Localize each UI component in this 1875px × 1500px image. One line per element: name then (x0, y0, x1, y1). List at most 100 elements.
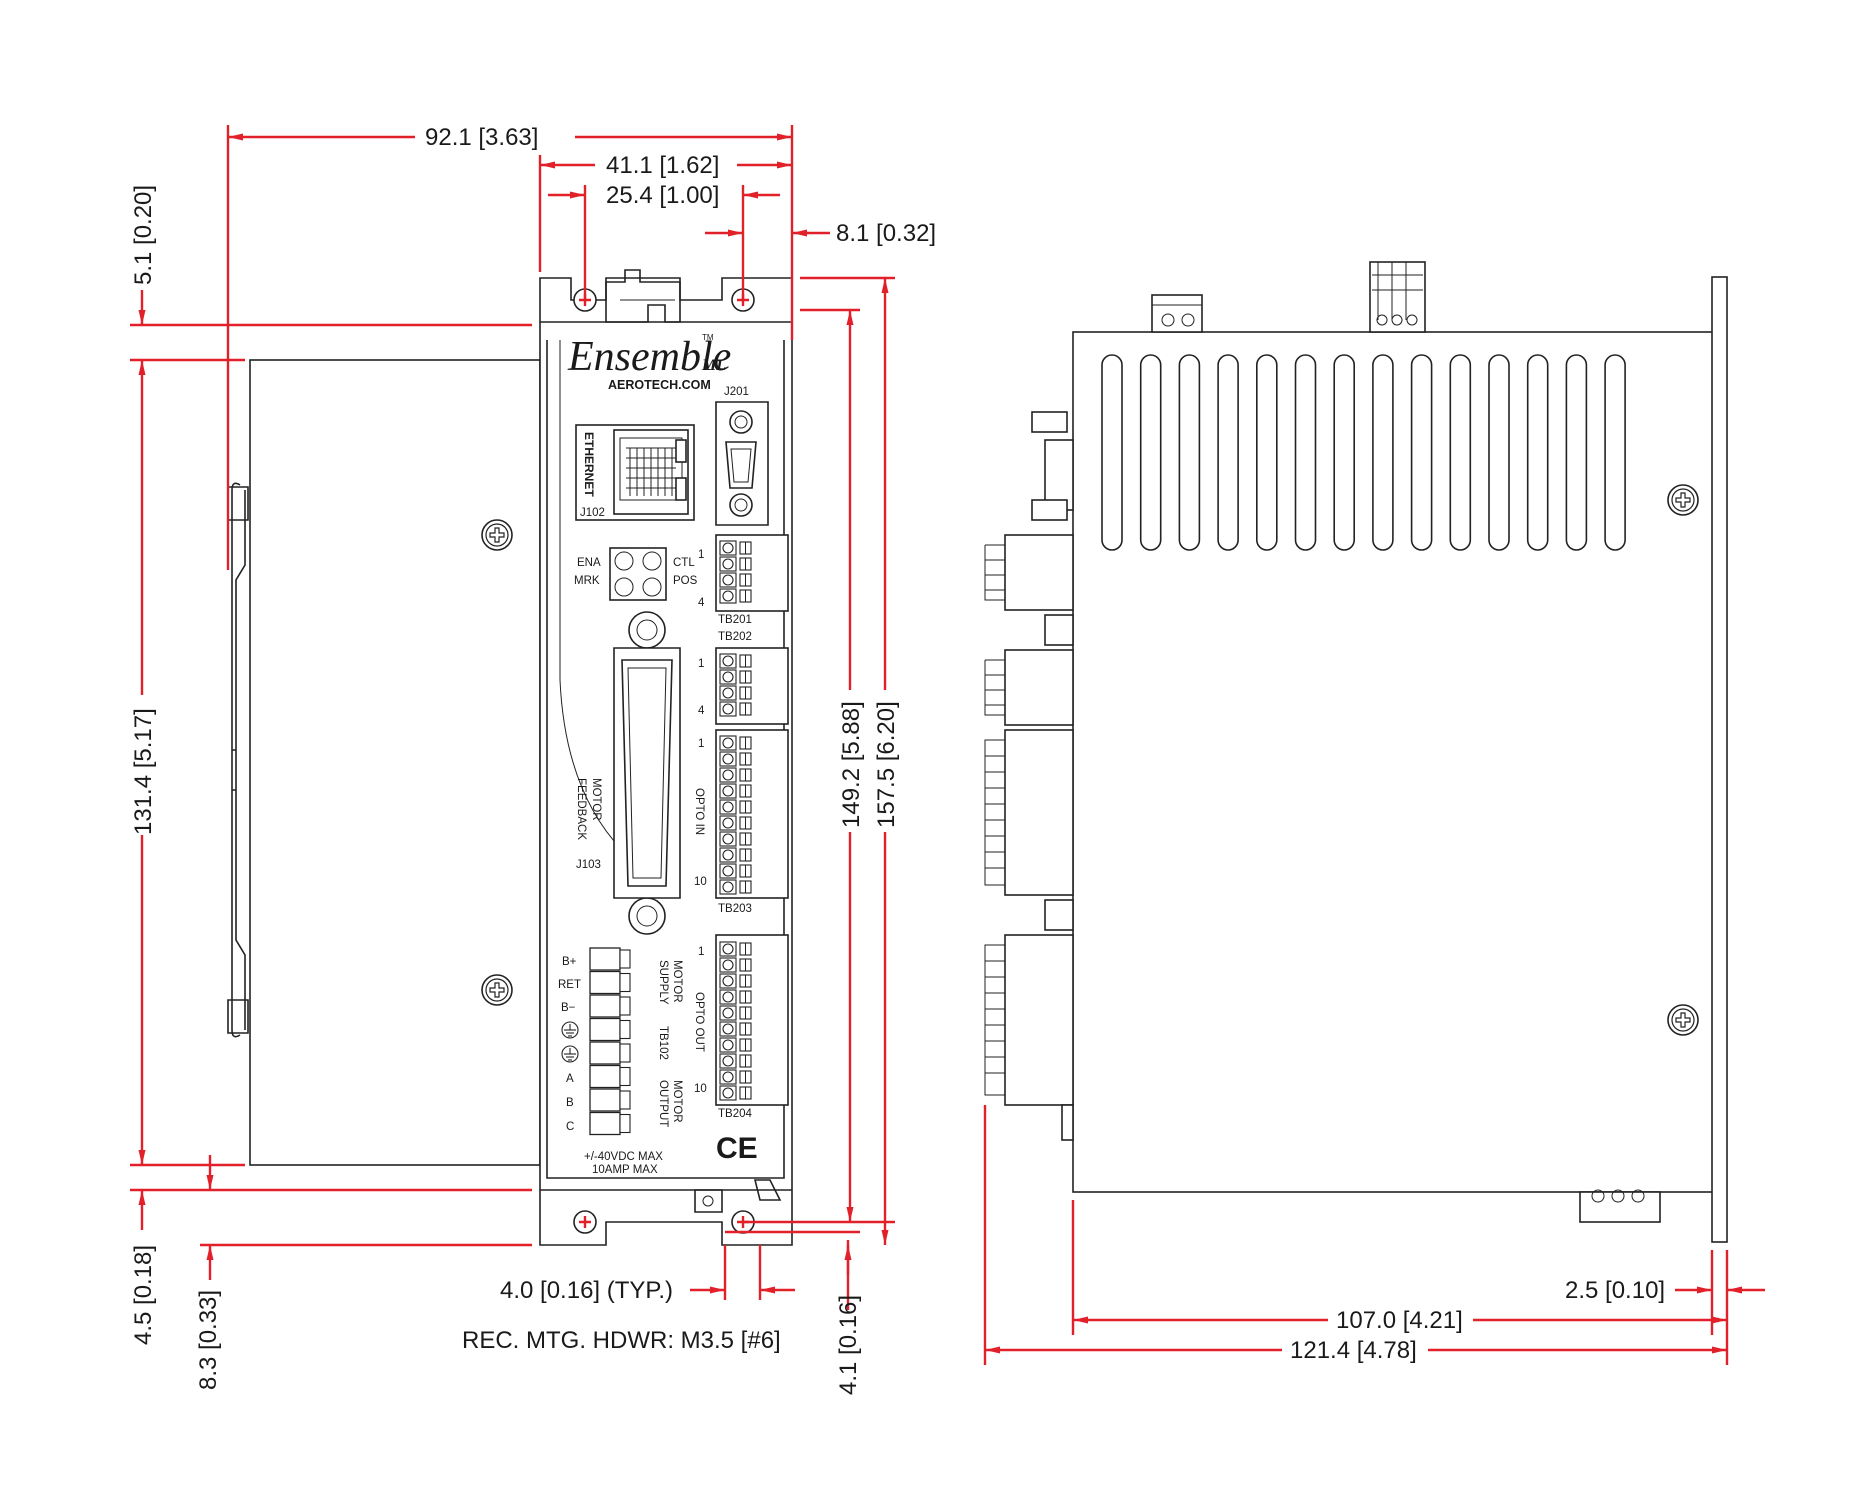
dim-bottom-hole-offset: 4.1 [0.16] (835, 1295, 862, 1395)
terminal-pin (719, 1085, 752, 1101)
power-pin-a: A (566, 1073, 574, 1085)
tb201-label: TB201 (718, 614, 752, 626)
vent-slot (1526, 354, 1549, 551)
terminal-pin (719, 1069, 752, 1085)
dim-bottom-offset-2: 8.3 [0.33] (195, 1290, 222, 1390)
power-terminal-pin (589, 1017, 631, 1042)
terminal-pin (719, 799, 752, 815)
opto-out-label: OPTO OUT (693, 992, 705, 1052)
tb204-pin-10: 10 (694, 1083, 707, 1095)
tb204-pin-1: 1 (698, 946, 704, 958)
motor-feedback-label-2: FEEDBACK (575, 778, 587, 840)
ground-icon (561, 1021, 579, 1039)
power-terminal-pin (589, 1111, 631, 1136)
front-view: Ensemble ML TM AEROTECH.COM J201 ETHERNE… (227, 269, 793, 1246)
brand-name: Ensemble (567, 334, 731, 380)
motor-feedback-label-1: MOTOR (590, 778, 602, 821)
terminal-pin (719, 1021, 752, 1037)
vent-slot (1139, 354, 1162, 551)
terminal-pin (719, 863, 752, 879)
dim-bottom-offset-1: 4.5 [0.18] (130, 1245, 157, 1345)
terminal-pin (719, 783, 752, 799)
din-clip (231, 482, 246, 1038)
dim-top-width: 92.1 [3.63] (425, 124, 538, 151)
motor-output-label-2: OUTPUT (657, 1080, 669, 1127)
power-pin-ret: RET (558, 979, 581, 991)
mounting-hardware-note: REC. MTG. HDWR: M3.5 [#6] (462, 1327, 781, 1354)
terminal-pin (719, 767, 752, 783)
terminal-pin (719, 989, 752, 1005)
vent-slot (1372, 354, 1394, 551)
power-pin-b: B (566, 1097, 574, 1109)
dim-hole-to-hole-height: 149.2 [5.88] (838, 701, 865, 828)
power-terminal-pin (589, 994, 631, 1018)
hole-center-marks (579, 294, 749, 1228)
terminal-pin (719, 957, 752, 973)
terminal-pin (719, 1037, 752, 1053)
side-flange (1711, 276, 1728, 1243)
dim-flange-thickness: 2.5 [0.10] (1565, 1277, 1665, 1304)
vent-slot (1565, 354, 1588, 551)
trademark: TM (702, 333, 714, 342)
vent-slot (1410, 354, 1433, 551)
opto-in-label: OPTO IN (693, 788, 705, 835)
dim-hole-spacing: 25.4 [1.00] (606, 182, 719, 209)
power-pin-b-minus: B− (561, 1002, 576, 1014)
side-view (984, 261, 1728, 1243)
dim-hole-dia: 4.0 [0.16] (TYP.) (500, 1277, 673, 1304)
terminal-pin (719, 735, 752, 751)
rating-current: 10AMP MAX (592, 1164, 658, 1176)
vent-slot (1217, 354, 1239, 551)
power-terminal-pin (589, 1064, 631, 1089)
tb204-label: TB204 (718, 1108, 752, 1120)
vent-slot (1333, 354, 1355, 551)
tb201-pin-4: 4 (698, 597, 705, 609)
website-label: AEROTECH.COM (608, 378, 711, 392)
power-terminal-pin (589, 970, 631, 995)
power-terminal-pin (589, 1041, 631, 1065)
j201-label: J201 (724, 386, 749, 398)
motor-supply-label-1: MOTOR (671, 960, 683, 1003)
side-body (1072, 331, 1726, 1193)
ground-icon (561, 1045, 579, 1063)
vent-slot (1488, 354, 1510, 551)
vent-slot (1101, 354, 1123, 551)
power-terminal-pin (589, 947, 631, 971)
tb203-pin-10: 10 (694, 876, 707, 888)
led-mrk-label: MRK (574, 575, 600, 587)
heatsink-screw-top (481, 519, 513, 551)
terminal-pin (719, 879, 752, 895)
ce-mark: CE (716, 1132, 758, 1165)
dim-hole-offset-right: 8.1 [0.32] (836, 220, 936, 247)
rating-voltage: +/-40VDC MAX (584, 1151, 663, 1163)
dim-front-width: 41.1 [1.62] (606, 152, 719, 179)
terminal-pin (719, 847, 752, 863)
vent-slot (1256, 354, 1278, 551)
j103-label: J103 (576, 859, 601, 871)
status-led-block (609, 547, 667, 601)
tb203-label: TB203 (718, 903, 752, 915)
tb202-pin-4: 4 (698, 705, 705, 717)
terminal-pin (719, 973, 752, 989)
dim-top-offset: 5.1 [0.20] (130, 185, 157, 285)
power-terminal-pin (589, 1088, 631, 1112)
vent-slot (1178, 354, 1201, 551)
terminal-pin (719, 941, 752, 957)
tb203-pin-1: 1 (698, 738, 704, 750)
dim-overall-height: 157.5 [6.20] (873, 701, 900, 828)
terminal-pin (719, 1005, 752, 1021)
tb102-label: TB102 (657, 1026, 669, 1060)
dim-side-depth: 107.0 [4.21] (1336, 1307, 1463, 1334)
j103-connector (613, 647, 681, 899)
dim-heatsink-height: 131.4 [5.17] (130, 708, 157, 835)
tb202-label: TB202 (718, 631, 752, 643)
motor-output-label-1: MOTOR (671, 1080, 683, 1123)
motor-supply-label-2: SUPPLY (657, 960, 669, 1005)
side-screw-top (1667, 484, 1699, 516)
heatsink-screw-bottom (481, 974, 513, 1006)
j201-connector (715, 401, 769, 526)
ethernet-label: ETHERNET (582, 432, 596, 497)
tb202-pin-1: 1 (698, 658, 704, 670)
led-ena-label: ENA (577, 557, 601, 569)
vent-slot (1604, 354, 1626, 551)
